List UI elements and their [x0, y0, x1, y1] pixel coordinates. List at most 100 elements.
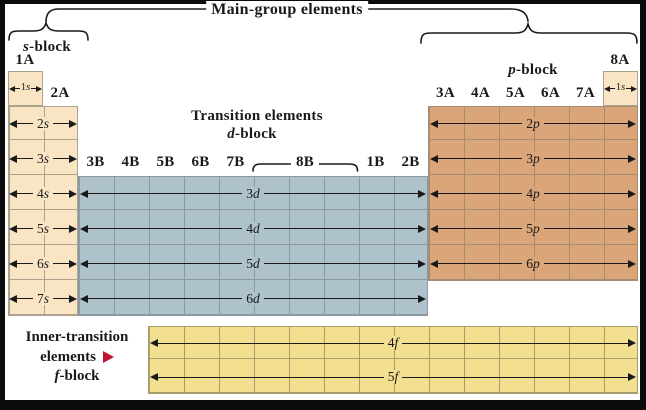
- arrowhead-right-icon: [628, 189, 636, 198]
- arrow-line: [53, 298, 70, 299]
- arrow-line: [53, 158, 70, 159]
- arrow-line: [53, 123, 70, 124]
- arrowhead-left-icon: [9, 85, 15, 92]
- orbital-6s-arrow: 6s: [9, 256, 78, 272]
- orbital-3d-label: 3d: [242, 187, 264, 201]
- arrow-line: [263, 263, 418, 264]
- group-label-d0: 3B: [86, 154, 105, 170]
- arrow-line: [543, 228, 628, 229]
- arrow-line: [263, 298, 418, 299]
- orbital-5d-arrow: 5d: [80, 256, 426, 272]
- arrowhead-right-icon: [69, 294, 78, 303]
- orbital-5p-arrow: 5p: [430, 221, 636, 237]
- arrow-line: [438, 158, 523, 159]
- group-label-s1: 2A: [50, 85, 70, 101]
- orbital-2s-label: 2s: [33, 117, 54, 131]
- orbital-4p-arrow: 4p: [430, 186, 636, 202]
- arrowhead-right-icon: [628, 373, 637, 381]
- arrow-line: [17, 228, 33, 229]
- arrowhead-right-icon: [418, 224, 426, 233]
- group-label-d4: 7B: [226, 154, 245, 170]
- caption-line-2: elements: [4, 348, 150, 368]
- orbital-5f-arrow: 5f: [150, 369, 637, 385]
- orbital-5d-label: 5d: [242, 257, 264, 271]
- arrowhead-left-icon: [9, 119, 17, 128]
- orbital-2p-arrow: 2p: [430, 116, 636, 132]
- arrow-line: [15, 88, 20, 89]
- orbital-4s-label: 4s: [33, 187, 54, 201]
- arrow-line: [438, 123, 523, 124]
- arrow-line: [53, 193, 70, 194]
- orbital-2p-label: 2p: [522, 117, 544, 131]
- orbital-7s-label: 7s: [33, 292, 54, 306]
- arrow-line: [438, 263, 523, 264]
- arrow-line: [263, 228, 418, 229]
- arrow-line: [88, 263, 243, 264]
- arrowhead-left-icon: [430, 119, 438, 128]
- inner-transition-caption: Inner-transition elements f-block: [4, 328, 150, 387]
- arrow-line: [158, 342, 384, 344]
- group-label-p3: 6A: [541, 85, 560, 101]
- arrowhead-left-icon: [150, 373, 158, 381]
- group-label-d2: 5B: [156, 154, 175, 170]
- arrow-line: [543, 193, 628, 194]
- orbital-3s-label: 3s: [33, 152, 54, 166]
- group-label-s0: 1A: [15, 52, 35, 68]
- arrow-line: [17, 263, 33, 264]
- arrow-line: [438, 228, 523, 229]
- orbital-1s-he-label: 1s: [614, 82, 627, 94]
- orbital-5s-arrow: 5s: [9, 221, 78, 237]
- caption-elements-text: elements: [40, 348, 96, 365]
- arrow-line: [17, 298, 33, 299]
- arrowhead-right-icon: [69, 259, 78, 268]
- orbital-5s-label: 5s: [33, 222, 54, 236]
- main-group-elements-label: Main-group elements: [206, 1, 368, 19]
- orbital-4f-label: 4f: [383, 336, 403, 350]
- arrowhead-left-icon: [430, 189, 438, 198]
- arrowhead-right-icon: [418, 189, 426, 198]
- arrowhead-left-icon: [9, 224, 17, 233]
- orbital-3p-label: 3p: [522, 152, 544, 166]
- arrowhead-left-icon: [430, 224, 438, 233]
- arrowhead-right-icon: [628, 154, 636, 163]
- arrowhead-right-icon: [418, 259, 426, 268]
- group-label-d5: 8B: [290, 154, 320, 171]
- group-label-p5: 8A: [610, 52, 630, 68]
- arrow-line: [88, 298, 243, 299]
- arrowhead-left-icon: [80, 189, 88, 198]
- group-label-d3: 6B: [191, 154, 210, 170]
- f-block-label: f-block: [54, 368, 100, 384]
- orbital-6d-arrow: 6d: [80, 291, 426, 307]
- orbital-4d-arrow: 4d: [80, 221, 426, 237]
- arrow-line: [88, 228, 243, 229]
- group-label-d7: 2B: [401, 154, 420, 170]
- orbital-4f-arrow: 4f: [150, 335, 637, 351]
- d-block-label: d-block: [227, 126, 277, 142]
- orbital-3p-arrow: 3p: [430, 151, 636, 167]
- orbital-1s-h-arrow: 1s: [9, 82, 42, 95]
- orbital-7s-arrow: 7s: [9, 291, 78, 307]
- red-arrow-icon: [102, 350, 114, 363]
- arrowhead-right-icon: [69, 189, 78, 198]
- arrow-line: [263, 193, 418, 194]
- orbital-2s-arrow: 2s: [9, 116, 78, 132]
- s-block-grid: [8, 106, 78, 316]
- group-label-p0: 3A: [436, 85, 455, 101]
- orbital-5p-label: 5p: [522, 222, 544, 236]
- arrowhead-right-icon: [631, 85, 637, 92]
- arrow-line: [543, 263, 628, 264]
- orbital-3d-arrow: 3d: [80, 186, 426, 202]
- orbital-5f-label: 5f: [383, 370, 403, 384]
- group-label-d1: 4B: [121, 154, 140, 170]
- orbital-4p-label: 4p: [522, 187, 544, 201]
- arrowhead-left-icon: [9, 189, 17, 198]
- arrowhead-left-icon: [80, 294, 88, 303]
- arrow-line: [626, 88, 631, 89]
- arrow-line: [53, 228, 70, 229]
- arrow-line: [402, 342, 629, 344]
- arrowhead-right-icon: [69, 224, 78, 233]
- arrowhead-right-icon: [36, 85, 42, 92]
- arrow-line: [31, 88, 36, 89]
- s-block-label: s-block: [23, 39, 71, 55]
- orbital-4d-label: 4d: [242, 222, 264, 236]
